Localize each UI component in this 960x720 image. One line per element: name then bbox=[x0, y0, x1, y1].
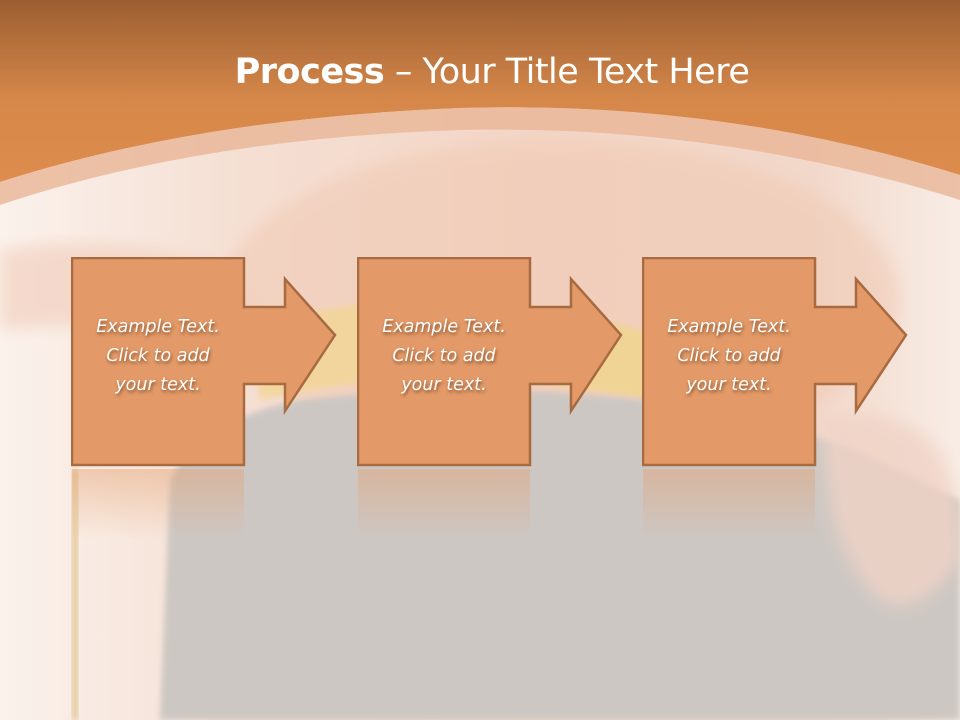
step-text-3[interactable]: Example Text. Click to add your text. bbox=[642, 257, 816, 465]
step-text-2[interactable]: Example Text. Click to add your text. bbox=[357, 257, 531, 465]
step-3-line-3: your text. bbox=[686, 374, 772, 395]
step-text-1[interactable]: Example Text. Click to add your text. bbox=[71, 257, 245, 465]
right-arrow-icon bbox=[642, 257, 908, 539]
step-1-line-3: your text. bbox=[115, 374, 201, 395]
step-1-line-2: Click to add bbox=[106, 345, 210, 366]
step-3-line-2: Click to add bbox=[677, 345, 781, 366]
title-rest: – Your Title Text Here bbox=[384, 52, 750, 92]
slide-title[interactable]: Process – Your Title Text Here bbox=[0, 52, 960, 92]
process-step-2[interactable]: Example Text. Click to add your text. bbox=[357, 257, 627, 587]
step-1-line-1: Example Text. bbox=[96, 316, 220, 337]
right-arrow-icon bbox=[71, 257, 337, 539]
process-step-3[interactable]: Example Text. Click to add your text. bbox=[642, 257, 912, 587]
title-bold: Process bbox=[234, 52, 385, 92]
step-2-line-3: your text. bbox=[401, 374, 487, 395]
step-3-line-1: Example Text. bbox=[667, 316, 791, 337]
header-band bbox=[0, 0, 960, 205]
step-2-line-2: Click to add bbox=[392, 345, 496, 366]
process-step-1[interactable]: Example Text. Click to add your text. bbox=[71, 257, 341, 587]
right-arrow-icon bbox=[357, 257, 623, 539]
step-2-line-1: Example Text. bbox=[382, 316, 506, 337]
